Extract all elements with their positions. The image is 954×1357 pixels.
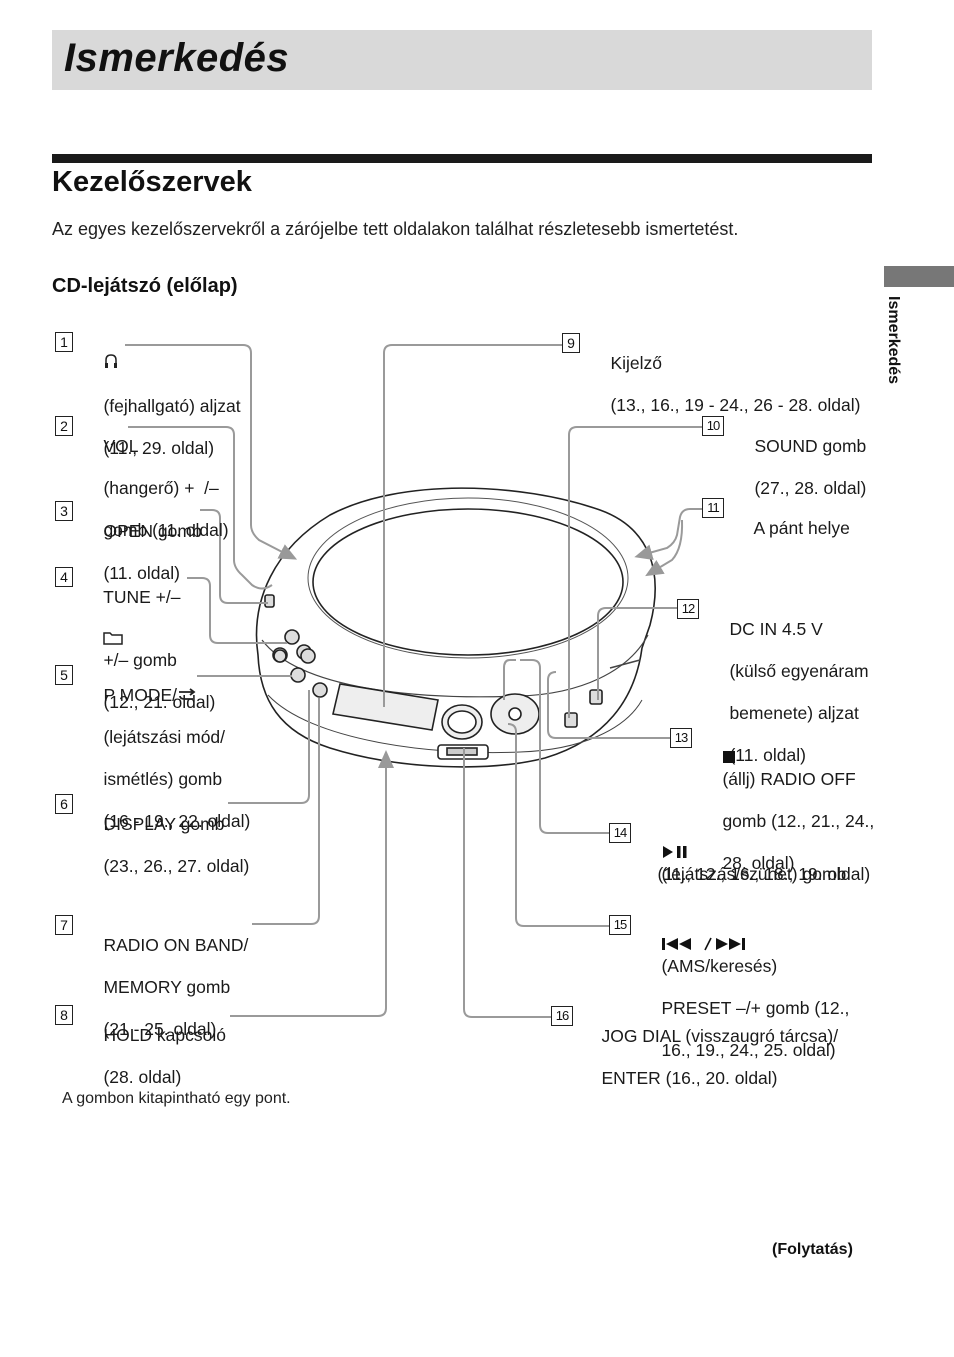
continued-label: (Folytatás): [772, 1241, 853, 1258]
chapter-title: Ismerkedés: [64, 36, 290, 80]
headphone-icon: [105, 354, 118, 368]
repeat-arrow-icon: [179, 688, 196, 700]
callout-number: 1: [55, 332, 73, 352]
chapter-title-bar: Ismerkedés: [52, 30, 872, 90]
stop-icon: [723, 751, 736, 763]
section-title: Kezelőszervek: [52, 166, 252, 198]
play-pause-icon: [663, 846, 687, 858]
side-tab-label: Ismerkedés: [885, 296, 902, 385]
section-rule: [52, 154, 872, 163]
leader-lines: [125, 344, 703, 1018]
intro-text: Az egyes kezelőszervekről a zárójelbe te…: [52, 219, 739, 239]
cd-player-body: [255, 487, 656, 768]
footnote: A gombon kitapintható egy pont.: [62, 1090, 291, 1107]
skip-prev-next-icon: [662, 937, 746, 951]
side-tab-marker: [884, 266, 954, 287]
folder-icon: [103, 632, 124, 645]
subsection-title: CD-lejátszó (előlap): [52, 275, 238, 297]
